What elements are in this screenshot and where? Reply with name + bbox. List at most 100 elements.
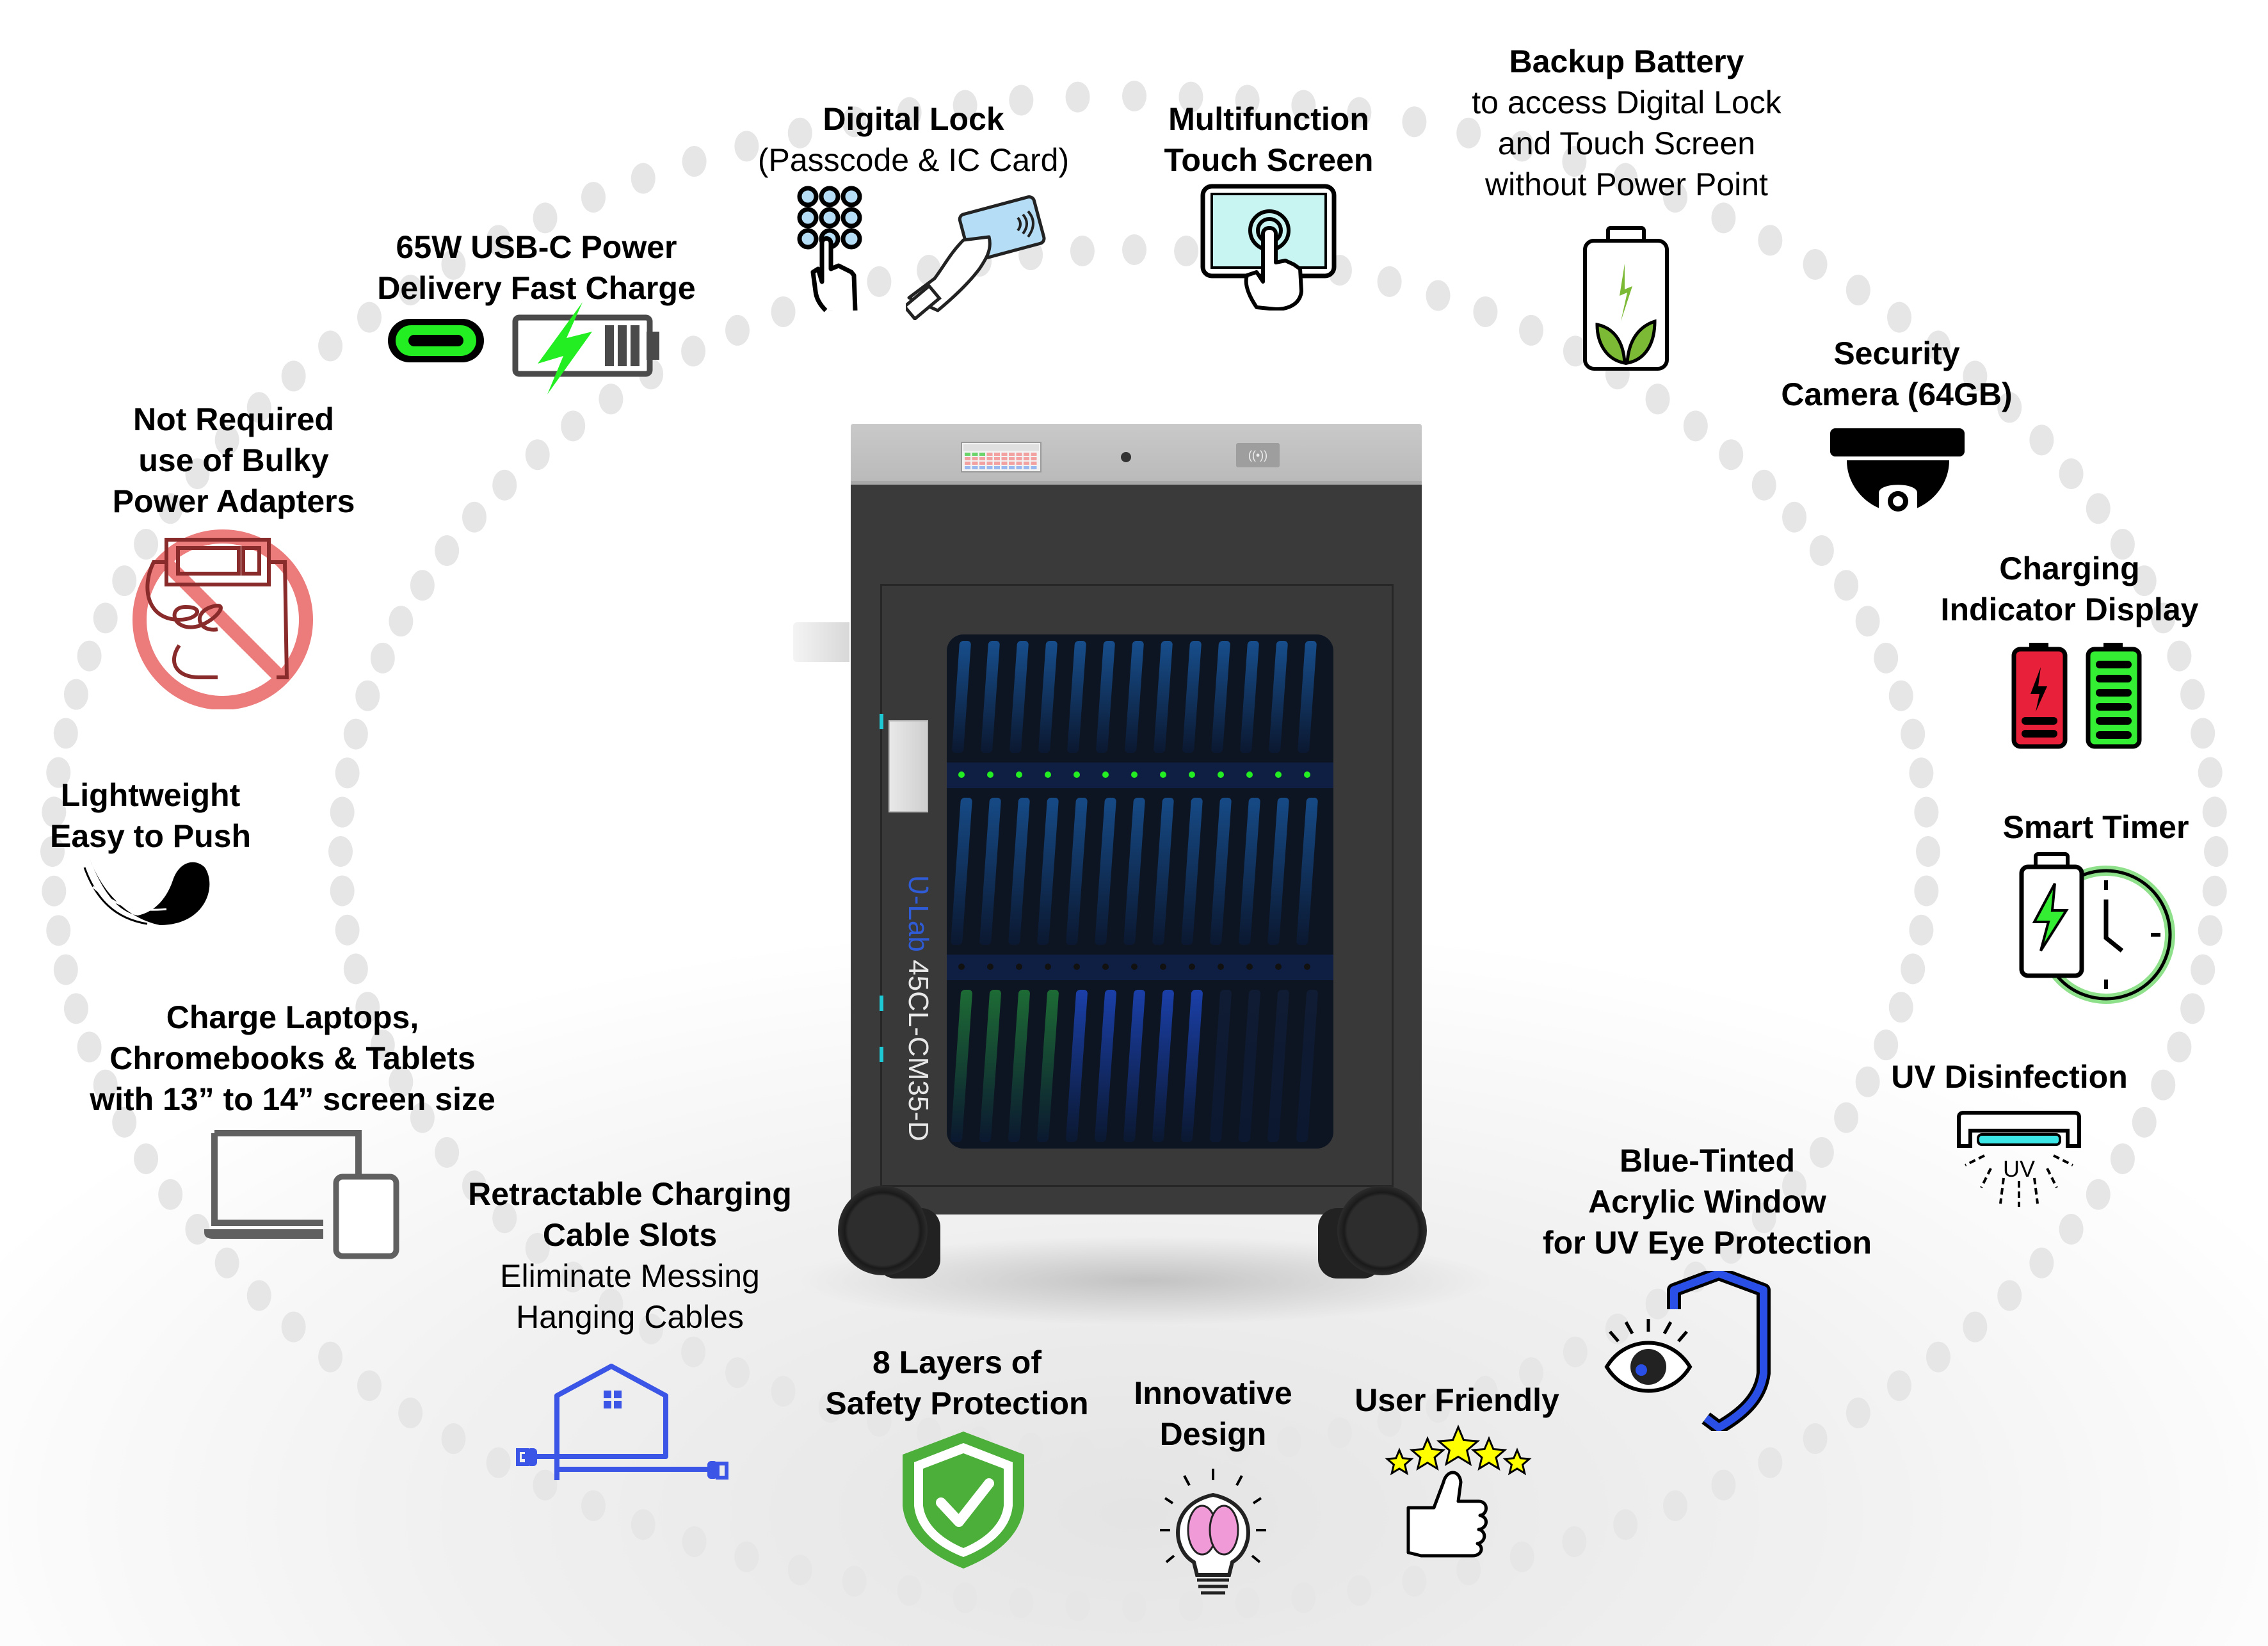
ring-dot [771,296,796,327]
touch-screen-cell [1031,453,1037,456]
ring-dot [435,535,460,566]
ring-dot [1509,131,1534,162]
ring-dot [1997,1280,2022,1311]
ring-dot [77,1031,102,1063]
ring-dot [2029,1247,2054,1279]
stored-device [950,990,973,1142]
ring-dot [63,993,88,1024]
stored-device [1210,641,1231,753]
feather-icon [83,859,210,925]
ring-dot [1663,182,1687,213]
ring-dot [1914,875,1939,907]
stored-device [1297,641,1317,753]
charging-led [1074,771,1080,778]
touch-screen-cell [965,457,970,460]
ring-dot [355,992,380,1023]
ring-dot [1009,85,1034,116]
stored-device [1268,641,1289,753]
ring-dot [214,424,239,456]
ring-dot [787,117,812,149]
charging-led [1218,771,1224,778]
ring-dot [1758,1447,1783,1478]
ring-dot [953,90,977,121]
feature-title: Lightweight [60,777,241,813]
feature-subtitle: without Power Point [1485,166,1768,202]
ring-dot [1291,90,1316,121]
ring-dot [1347,1575,1372,1606]
ring-dot [682,146,707,177]
stored-device [1153,641,1173,753]
stored-device [1182,641,1202,753]
stored-device [1267,990,1290,1142]
ring-dot [357,302,382,333]
hinge-accent [880,1047,883,1062]
ring-dot [246,392,271,423]
feature-smart-timer: Smart Timer [2003,807,2189,848]
ring-dot [581,1490,606,1521]
charging-led [1102,964,1109,970]
rating-star-icon [1470,1436,1508,1471]
feature-subtitle: (Passcode & IC Card) [757,142,1070,178]
keypad-icon [797,186,862,312]
ring-dot [42,875,67,907]
charging-led [1275,771,1282,778]
touch-screen-display [961,442,1042,472]
brain-bulb-icon [1160,1469,1266,1595]
ring-dot [1846,1397,1870,1428]
ring-dot [370,1029,395,1061]
stored-device [1036,798,1059,945]
hinge-accent [880,996,883,1011]
ring-dot [370,642,395,674]
stored-device [1008,990,1031,1142]
ring-dot [77,640,102,672]
touch-screen-icon [1200,184,1337,311]
ring-dot [1874,642,1899,674]
door-handle[interactable] [889,720,928,812]
stored-device [1209,798,1232,945]
stored-device [950,798,973,945]
ring-dot [1065,81,1090,113]
feature-title: Security [1833,335,1960,371]
ring-dot [1174,1436,1199,1467]
ring-dot [1473,1376,1498,1407]
ring-dot [682,1526,707,1557]
ring-dot [441,1423,466,1455]
ring-dot [1402,106,1427,138]
feature-title: Charge Laptops, [166,999,419,1035]
stored-device [1094,798,1117,945]
front-left-wheel [838,1186,928,1275]
ring-dot [1122,1592,1146,1622]
touch-screen-cell [1024,466,1029,469]
feature-backup-battery: Backup Battery to access Digital Lock an… [1472,41,1781,205]
ring-dot [2029,424,2054,456]
feature-title: Touch Screen [1164,142,1374,178]
charging-led [1131,964,1138,970]
feature-digital-lock: Digital Lock (Passcode & IC Card) [758,99,1069,181]
charging-led [1131,771,1138,778]
feature-device-compat: Charge Laptops, Chromebooks & Tablets wi… [90,997,495,1120]
feature-title: Easy to Push [50,818,251,854]
ring-dot [525,439,550,471]
feature-subtitle: Eliminate Messing [500,1258,760,1294]
charging-led [1246,771,1253,778]
ring-dot [2167,1031,2192,1063]
stored-device [1065,990,1088,1142]
ring-dot [1809,535,1834,566]
ring-dot [1963,1311,1988,1343]
ring-dot [787,1554,812,1586]
brand-label: Ʋ-Lab 45CL-CM35-D [900,875,936,1142]
ring-dot [1834,570,1859,601]
touch-screen-cell [965,466,970,469]
touch-screen-cell [1001,462,1008,465]
ring-dot [2180,993,2205,1024]
stored-device [1239,641,1260,753]
ring-dot [1276,1426,1301,1457]
ring-dot [46,757,71,788]
feature-subtitle: to access Digital Lock [1472,85,1781,120]
stored-device [979,990,1002,1142]
ring-dot [1751,469,1776,501]
ring-dot [2086,493,2111,524]
touch-screen-cell [965,453,970,456]
charging-led [1045,771,1051,778]
ring-dot [599,383,623,415]
